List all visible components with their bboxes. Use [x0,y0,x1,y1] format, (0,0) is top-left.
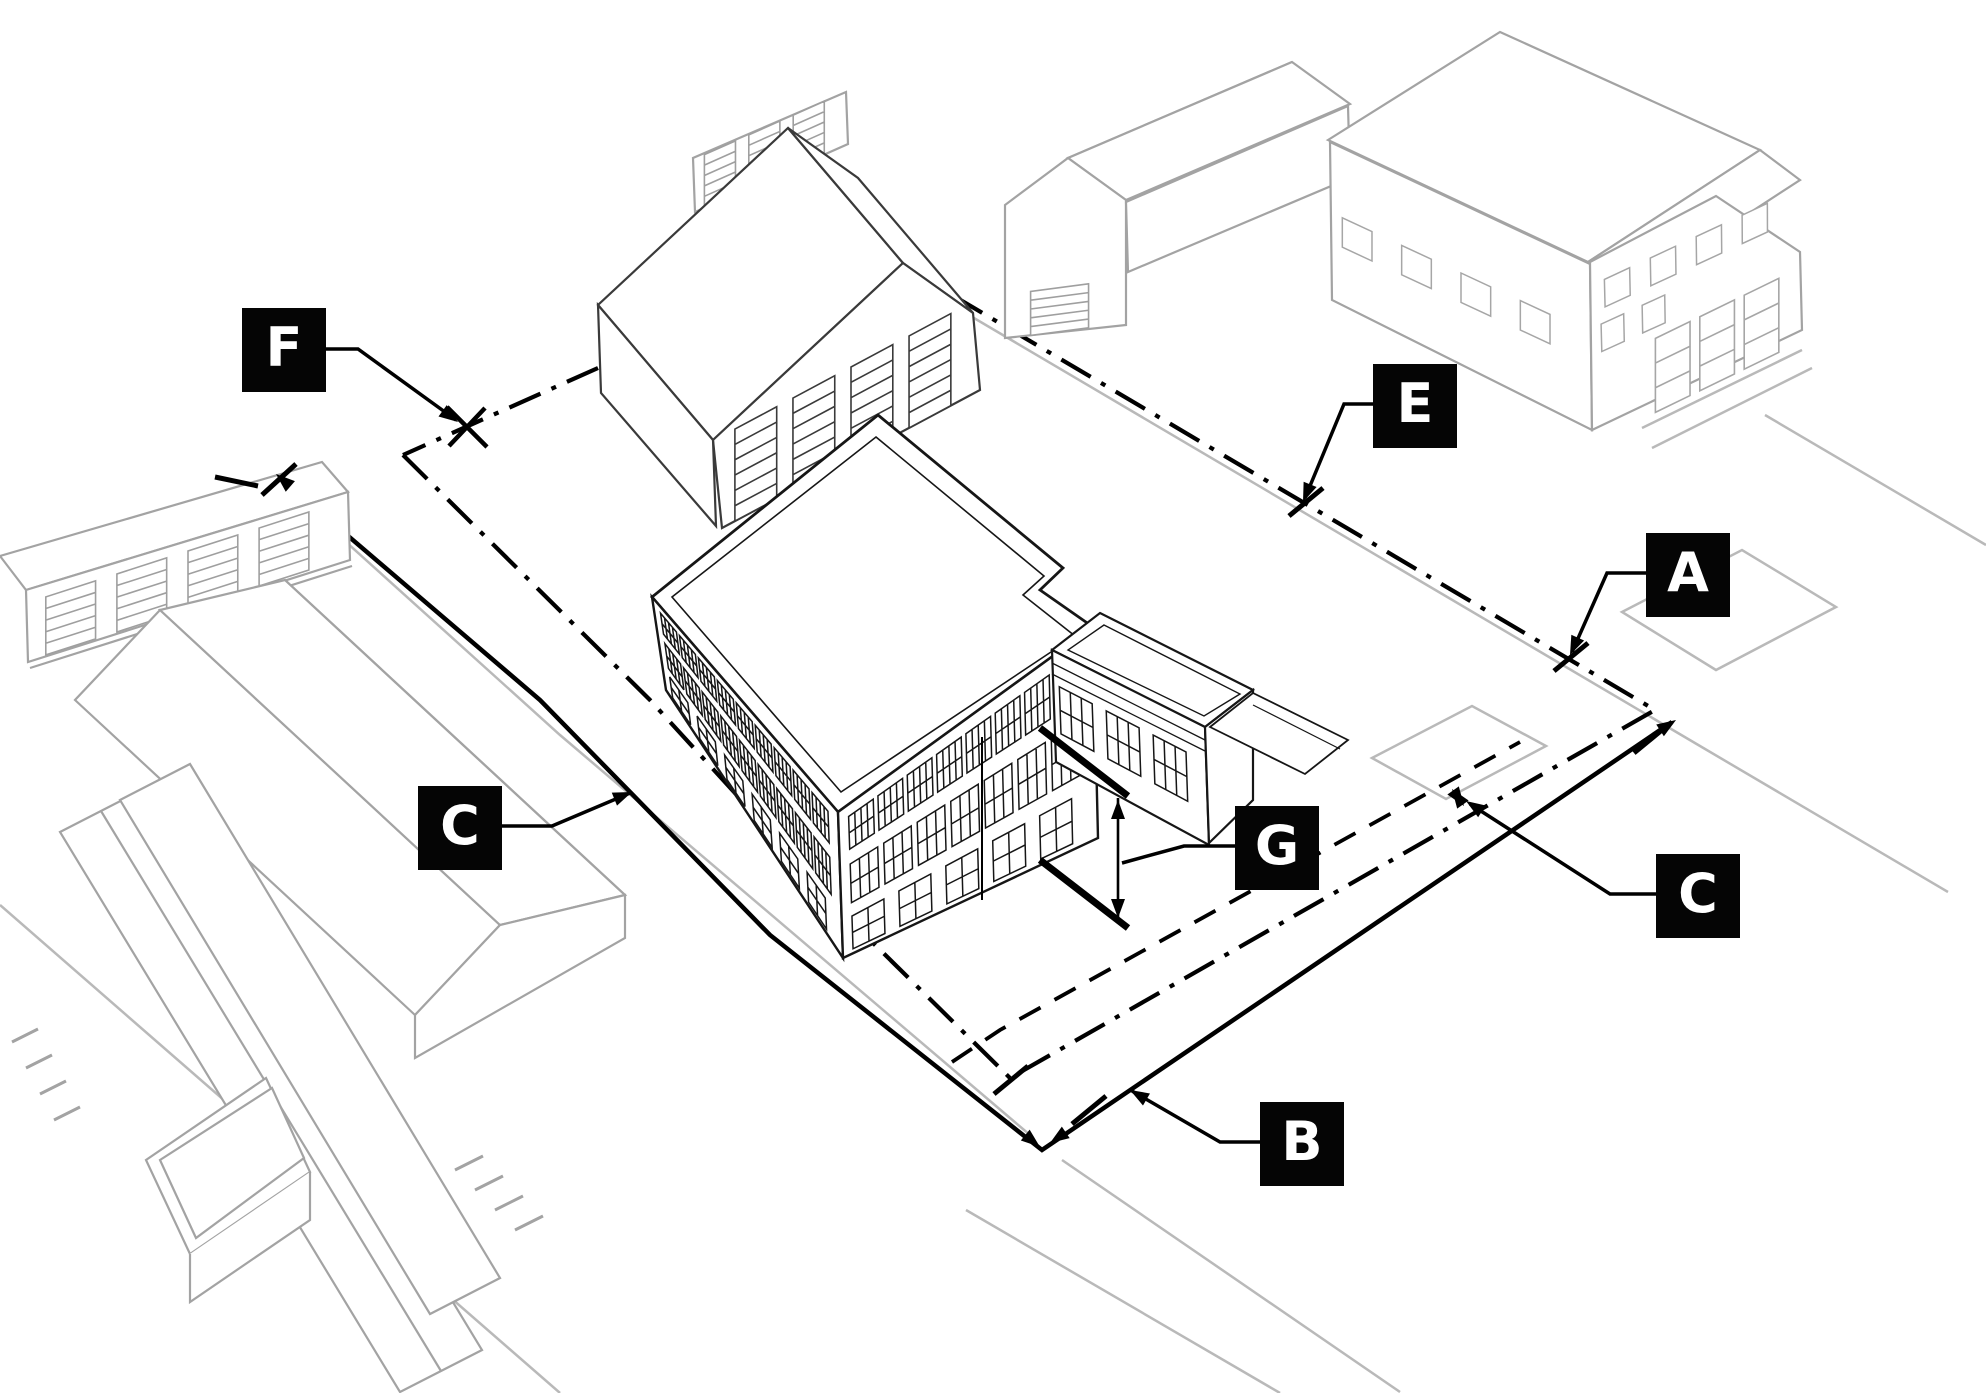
central-building [649,413,1350,963]
marker-f: F [242,308,326,392]
leader-c-left [500,791,631,828]
f-cross-mark [445,405,489,449]
tr-front-windows [1603,202,1769,309]
property-dashdot-line [401,280,1660,1081]
marker-f-letter: F [265,316,303,379]
buildings-bottom-left [11,762,544,1393]
leader-g [1121,844,1235,865]
leader-e [1303,402,1373,499]
tr-windows [1341,216,1551,345]
building-mid-gabled [1003,60,1353,340]
property-dashdot-nw [402,366,599,457]
dimension-ticks [214,462,1670,1126]
marker-a: A [1646,533,1730,617]
marker-c-left: C [418,786,502,870]
building-top-center [596,126,982,530]
leader-b [1131,1089,1262,1144]
tr-docks [1654,277,1780,414]
marker-c-right-letter: C [1678,862,1718,925]
boundary-solid-line [276,474,1674,1153]
door-mid-gabled [1029,282,1090,337]
leader-c-right [1469,802,1656,896]
marker-b-letter: B [1281,1110,1323,1173]
w-sw2 [663,640,832,897]
neighbor-buildings [0,30,1804,1393]
marker-c-right: C [1656,854,1740,938]
tr-front-windows2 [1600,293,1666,353]
dimension-arrows [276,405,1676,1147]
property-lines [276,280,1674,1153]
marker-e-letter: E [1396,372,1434,435]
w-ax [1058,685,1189,803]
marker-g-letter: G [1254,814,1300,877]
marker-b: B [1260,1102,1344,1186]
building-top-left [0,460,353,670]
central-annex [1049,611,1350,847]
w-se3 [851,797,1074,950]
marker-a-letter: A [1667,541,1709,604]
doors-top-left [45,510,310,656]
building-left-gabled [73,578,628,1060]
dimension-marks [214,347,1676,1147]
setback-dashed-line [950,740,1521,1064]
marker-e: E [1373,364,1457,448]
building-top-right [1325,30,1804,432]
w-sw3 [668,676,828,932]
w-sw1 [659,610,831,846]
marker-c-left-letter: C [440,794,480,857]
marker-g: G [1235,806,1319,890]
leader-a [1570,571,1646,653]
leader-f [326,347,458,422]
